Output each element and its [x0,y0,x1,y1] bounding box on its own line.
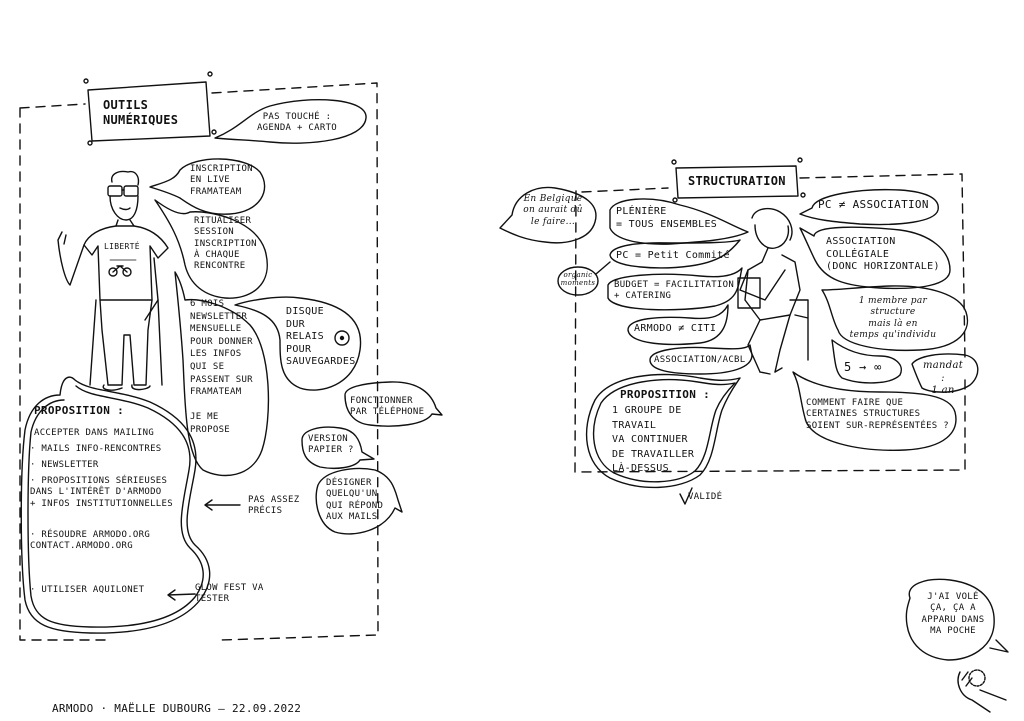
left-section-title: Outils numériques [103,98,179,127]
disk-icon [334,330,350,346]
corner-note-bubble [905,578,1009,661]
validated-check [679,487,693,505]
proposition-item: · Mails info-rencontres [30,444,162,454]
annotation-glow: Glow Fest va tester [195,583,264,605]
bubble-pc-association: PC ≠ Association [818,198,929,211]
version-papier-bubble [301,426,375,469]
left-proposition-title: Proposition : [34,404,124,417]
arrow-pas-assez [204,499,241,511]
right-proposition-title: Proposition : [620,388,710,401]
bubble-disque: Disque dur relais pour sauvegardes [286,306,356,367]
association-bubble [649,344,753,375]
proposition-item: · Newsletter [30,460,99,470]
footer-signature: Armodo · Maëlle Dubourg – 22.09.2022 [52,702,302,715]
bubble-membre: 1 membre par structure mais là en temps … [849,296,937,340]
right-dashed-frame [574,173,966,473]
budget-bubble [607,267,743,311]
comment-bubble [792,371,957,451]
bubble-inscription: Inscription en live Framateam [190,164,253,197]
bubble-mandat: mandat : 1 an [922,360,964,396]
bubble-association: Association/ACBL [654,355,746,365]
bubble-newsletter: 6 mois newsletter mensuelle pour donner … [190,299,253,435]
membre-bubble [821,285,969,352]
mandat-bubble [911,353,979,393]
annotation-pas-assez: Pas assez précis [248,495,300,517]
tshirt-text: Liberté [104,242,140,251]
person-figure-left [57,170,169,391]
person-figure-right [737,207,809,375]
collegiale-bubble [799,226,951,290]
bubble-pleniere: Plénière = tous ensembles [616,206,718,230]
validated-label: Validé [688,492,723,502]
arrow-glow [167,589,196,601]
proposition-item: · Propositions sérieuses dans l'intérêt … [30,476,173,509]
pas-touche-bubble [214,98,367,144]
hand-holding-flower [957,669,1007,713]
bubble-collegiale: Association collégiale (donc horizontale… [826,236,940,272]
pleniere-bubble [609,198,749,245]
bubble-version-papier: Version papier ? [308,434,354,456]
proposition-item: · Résoudre armodo.org contact.armodo.org [30,530,151,552]
bubble-pc: PC = Petit Commité [616,250,730,261]
bubble-armodo-citi: Armodo ≠ Citi [634,323,717,334]
bubble-ritualiser: Ritualiser session inscription à chaque … [194,216,257,271]
five-inf-bubble [831,339,902,384]
left-title-box [87,81,211,142]
newsletter-bubble [174,271,270,477]
bubble-fonctionner: Fonctionner par téléphone [350,396,425,418]
pc-bubble [609,239,741,269]
bubble-organic: organic moments [560,271,596,287]
designer-bubble [315,467,403,535]
bubble-belgique: En Belgique on aurait dû le faire... [523,194,583,227]
corner-note: J'ai volé ça, ça a apparu dans ma poche [921,592,985,636]
right-title-box [675,165,799,199]
proposition-item: · Utiliser Aquilonet [30,585,145,595]
ritualiser-bubble [154,199,268,299]
right-proposition-body: 1 groupe de travail va continuer de trav… [612,405,695,474]
organic-bubble [557,266,599,296]
bubble-pas-touche: Pas touché : Agenda + Carto [256,112,338,134]
right-proposition-bubble [585,373,741,489]
proposition-item: Accepter dans mailing [34,428,155,438]
bubble-five-inf: 5 → ∞ [844,360,882,374]
belgique-bubble [499,186,597,244]
left-proposition-bubble [20,376,211,634]
left-dashed-frame [19,82,379,641]
pc-asso-bubble [799,188,939,226]
bubble-comment: Comment faire que certaines structures s… [806,398,949,431]
inscription-bubble [149,158,266,215]
disque-bubble [234,296,362,391]
armodo-citi-bubble [627,304,729,346]
bubble-budget: Budget = facilitation + catering [614,280,735,302]
fonctionner-bubble [344,381,443,427]
bubble-designer: Désigner quelqu'un qui répond aux mails [326,478,384,522]
right-section-title: Structuration [688,174,786,188]
